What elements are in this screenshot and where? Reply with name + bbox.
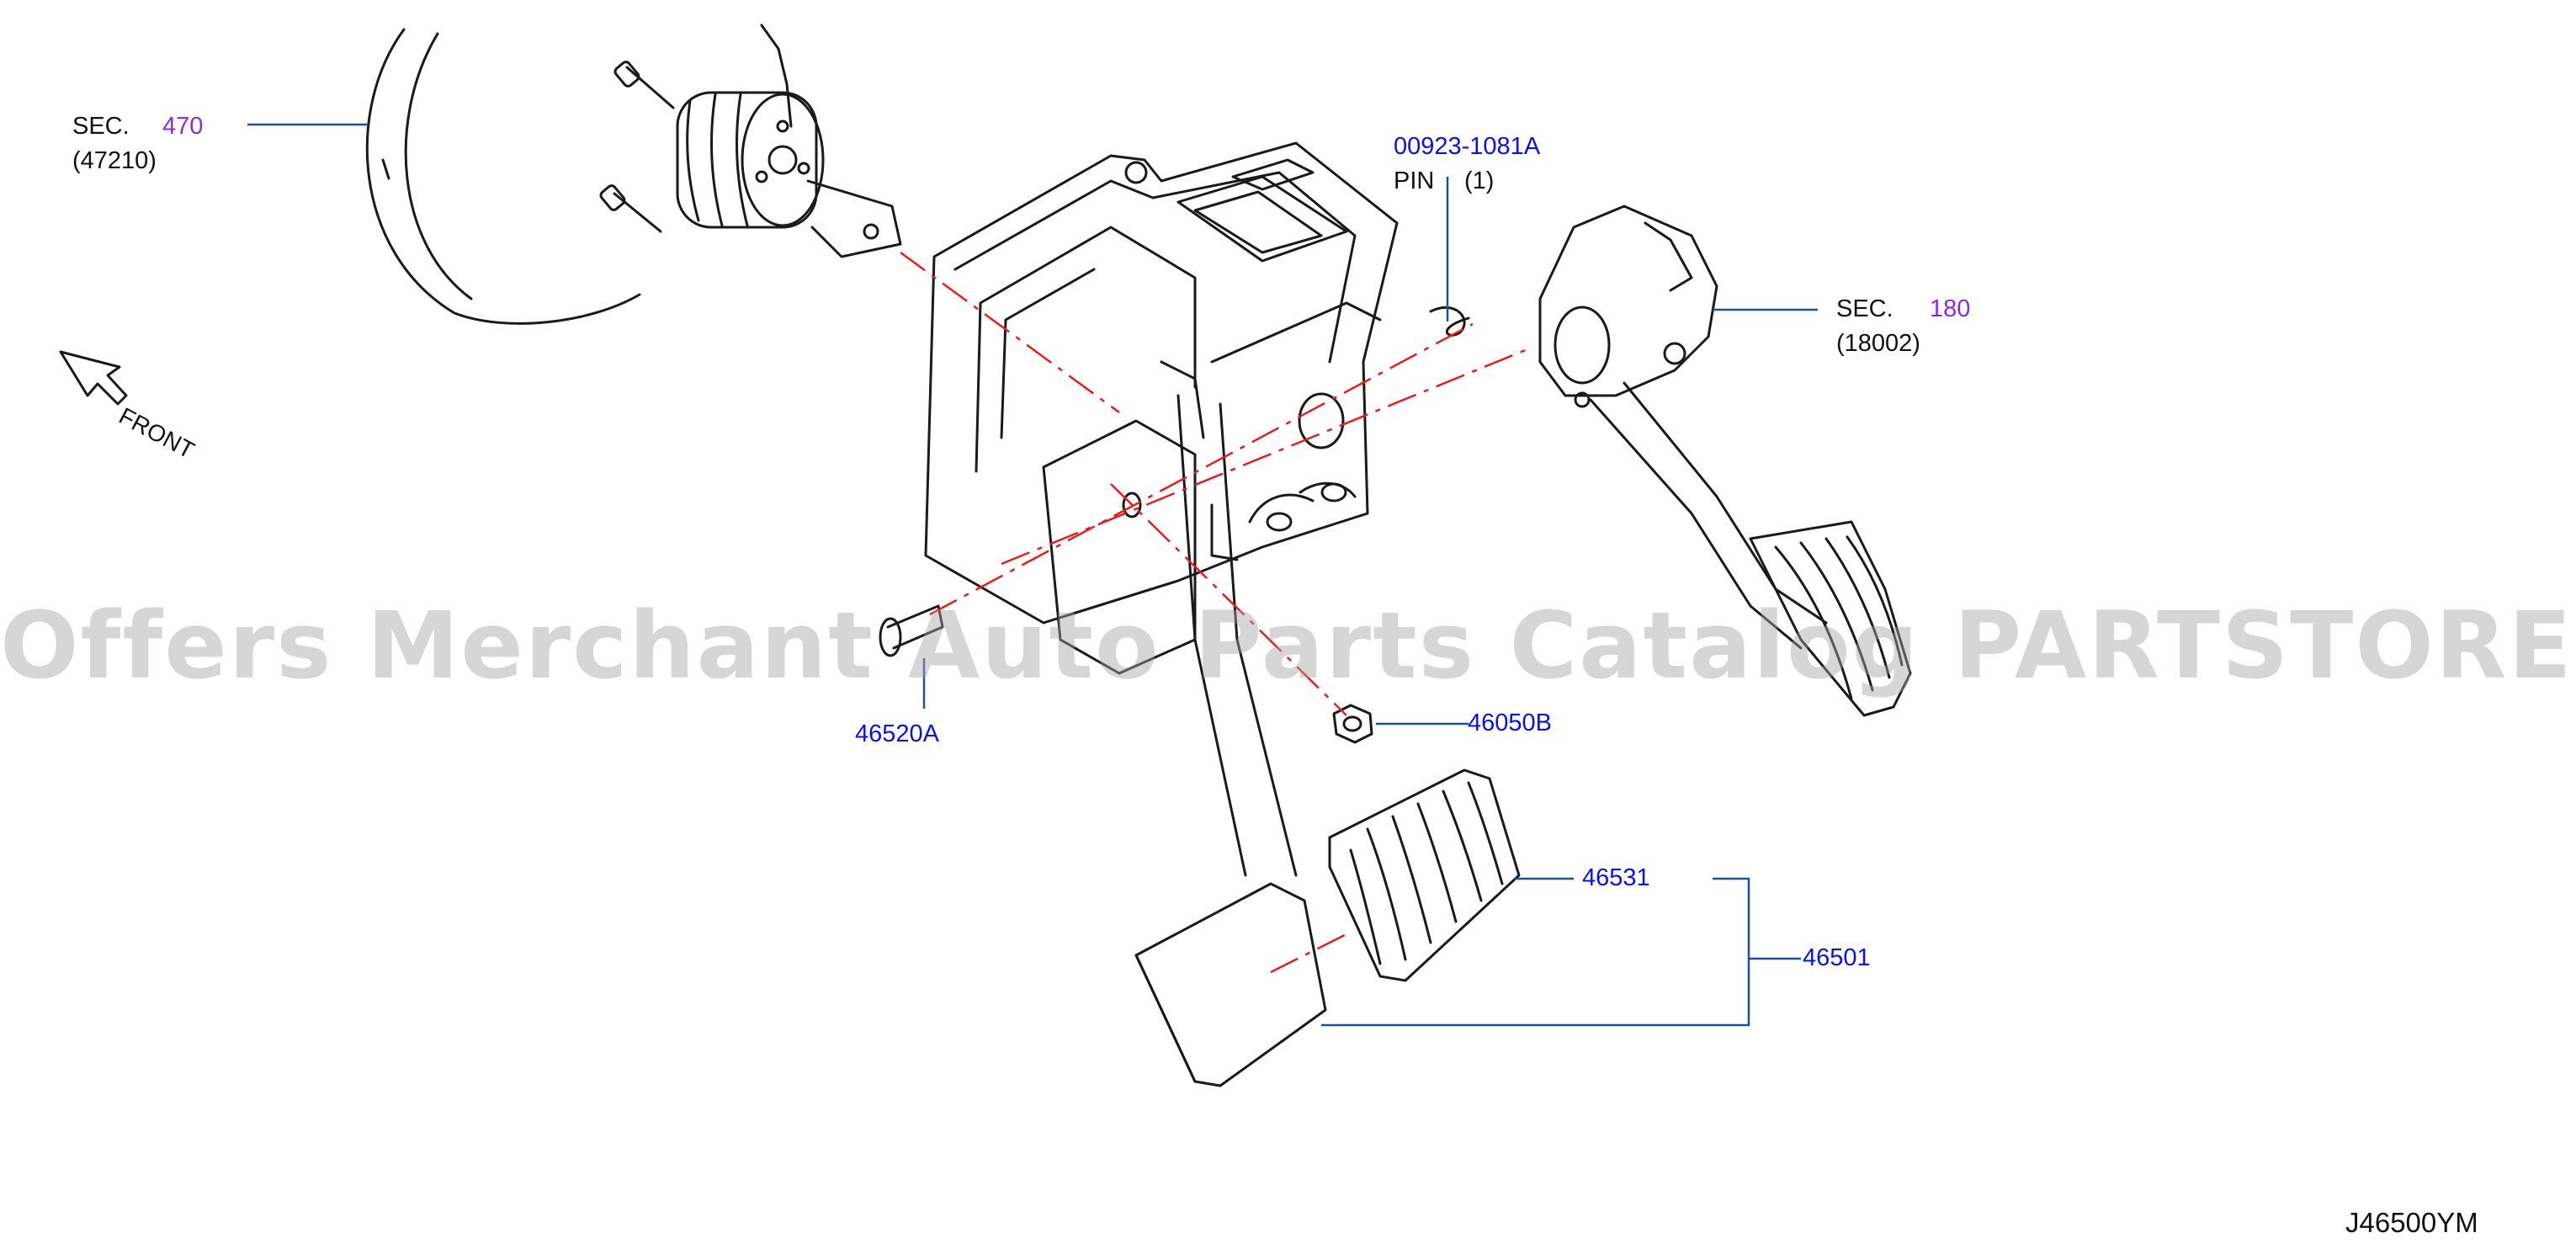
front-arrow-icon xyxy=(59,350,128,406)
diagram-id: J46500YM xyxy=(2345,1207,2478,1238)
accelerator-pedal xyxy=(1538,205,1912,717)
pin-name: PIN xyxy=(1394,167,1435,194)
part-46050b-link[interactable]: 46050B xyxy=(1468,710,1552,736)
watermark-text: Offers Merchant Auto Parts Catalog PARTS… xyxy=(0,592,2576,699)
part-46501-link[interactable]: 46501 xyxy=(1803,944,1871,971)
brake-pedal-arm xyxy=(1176,394,1298,877)
pedal-rubber-pad xyxy=(1328,768,1521,982)
part-46520a-link[interactable]: 46520A xyxy=(855,720,939,747)
brake-pedal-pad xyxy=(1134,882,1327,1087)
snap-pin xyxy=(1429,306,1470,337)
leader-lines xyxy=(247,123,1818,1027)
sec180-prefix: SEC. xyxy=(1836,295,1893,322)
flange-nut xyxy=(1332,704,1373,744)
clevis-pin xyxy=(879,604,944,657)
brake-booster xyxy=(365,24,902,325)
sec470-prefix: SEC. xyxy=(72,113,130,140)
pin-quantity: (1) xyxy=(1464,167,1495,194)
centerlines xyxy=(900,251,1528,974)
sec180-subcode: (18002) xyxy=(1836,330,1920,357)
sec470-subcode: (47210) xyxy=(72,147,157,174)
sec470-link[interactable]: 470 xyxy=(162,113,204,140)
sec180-link[interactable]: 180 xyxy=(1930,295,1971,322)
part-46531-link[interactable]: 46531 xyxy=(1582,864,1650,891)
pin-part-link[interactable]: 00923-1081A xyxy=(1394,133,1541,160)
